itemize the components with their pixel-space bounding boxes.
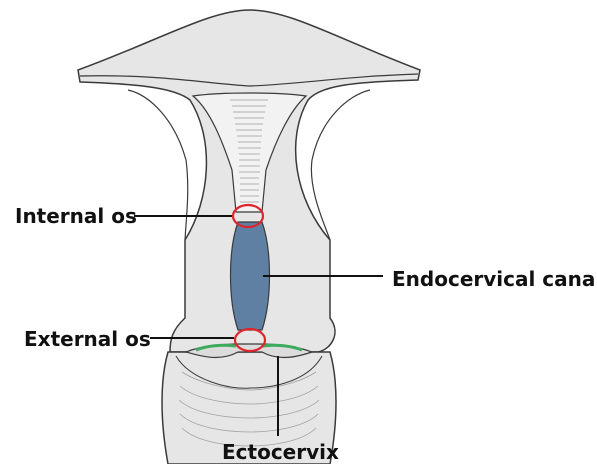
internal-os-marker [231,203,265,229]
myometrium-left [127,89,189,241]
endometrial-lining [230,99,268,203]
external-os-label: External os [24,327,151,351]
external-os-marker [233,327,267,353]
ectocervix-label: Ectocervix [222,440,339,464]
fundus-fold [79,73,419,87]
endocervical-canal-label: Endocervical canal [392,267,597,291]
endocervical-canal [229,221,271,331]
vaginal-fornix [175,355,323,389]
myometrium-right [310,89,371,241]
vaginal-rugae [178,371,320,447]
internal-os-label: Internal os [15,204,137,228]
uterine-cavity [191,92,308,213]
ectocervix-epithelium [195,343,303,352]
